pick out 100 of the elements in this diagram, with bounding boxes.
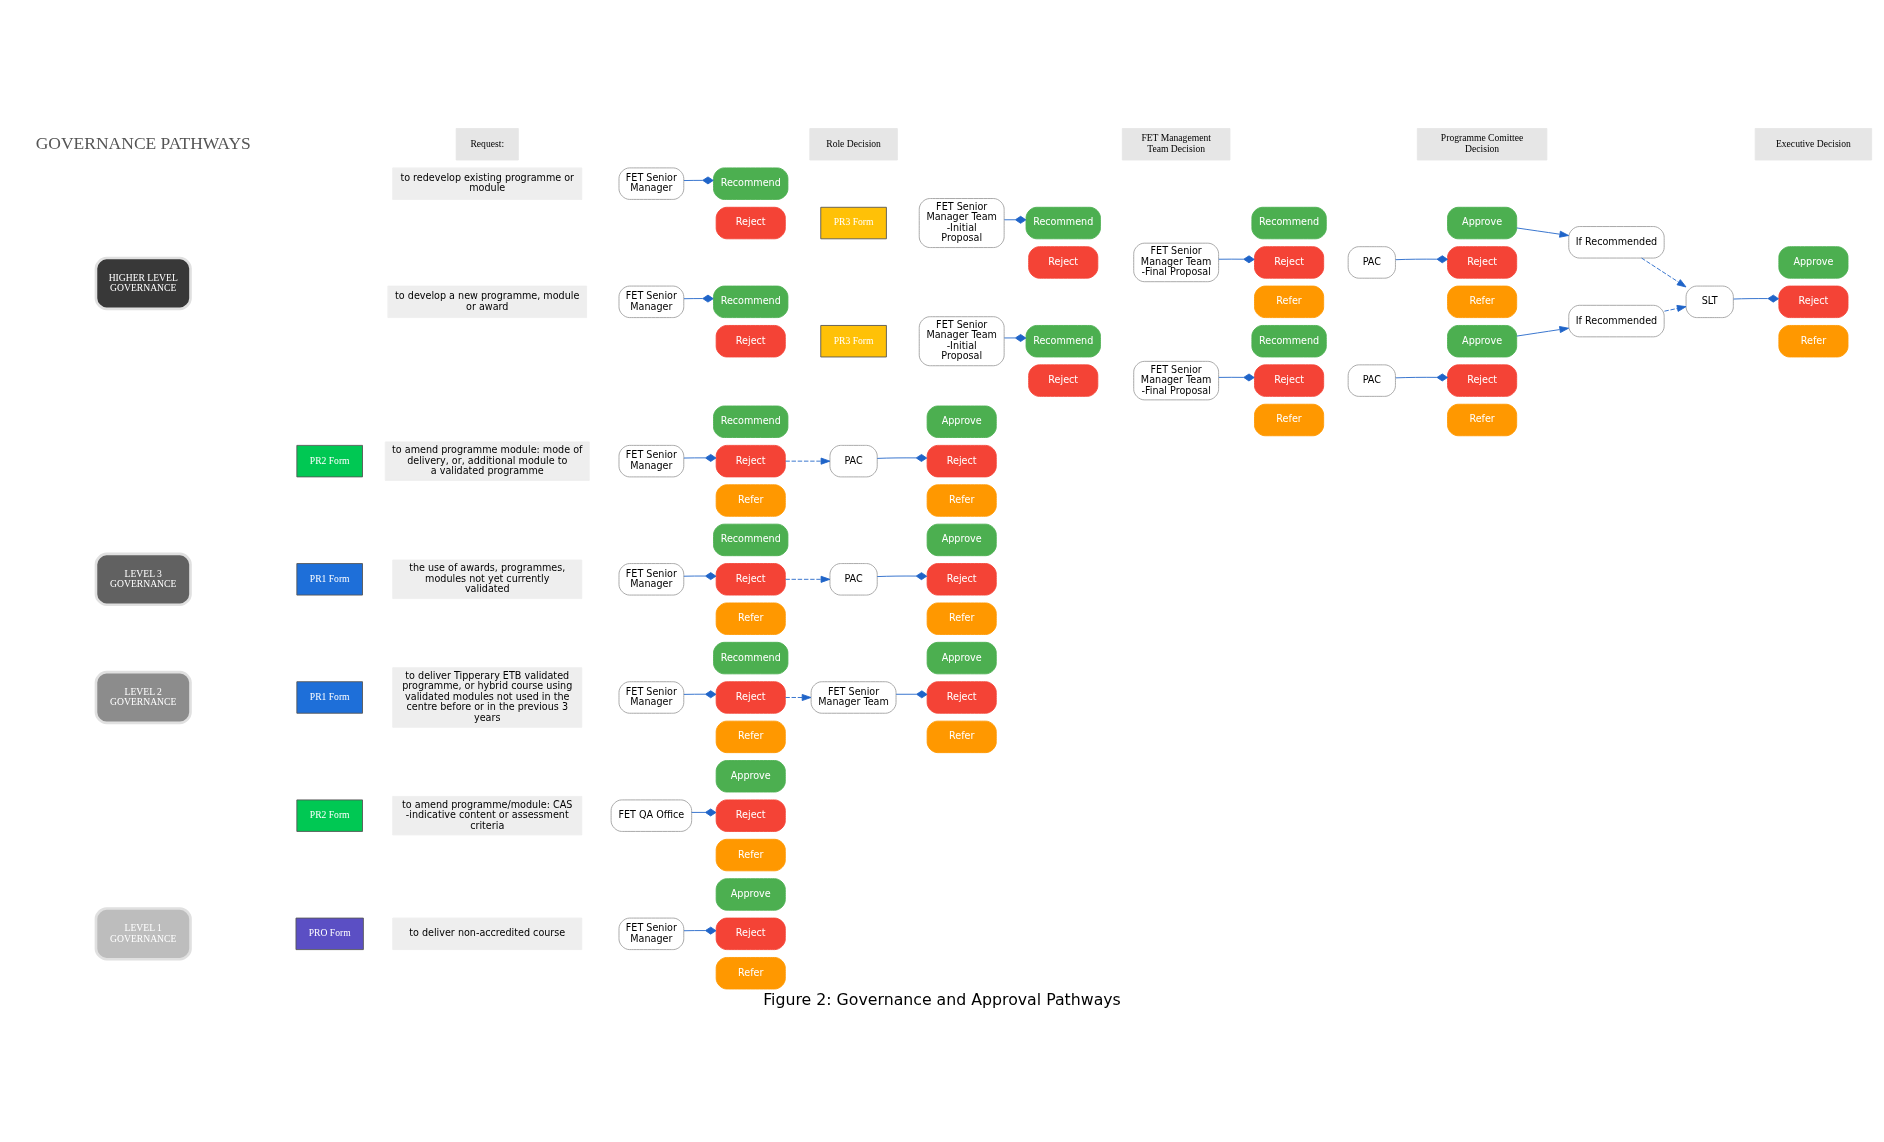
node-box: PR3 Form <box>820 206 887 240</box>
node-box: LEVEL 2 GOVERNANCE <box>94 670 192 725</box>
node-box: Refer <box>926 484 997 517</box>
connector <box>1733 294 1779 303</box>
node-box: Reject <box>715 325 786 358</box>
connector <box>683 690 717 699</box>
node-box: Reject <box>1778 285 1849 318</box>
node-box: Refer <box>1254 285 1325 318</box>
node-box: Refer <box>715 838 786 872</box>
node-box: Reject <box>926 563 997 596</box>
node-box: FET Senior Manager Team -Final Proposal <box>1133 360 1220 401</box>
node-box: Reject <box>1254 246 1325 279</box>
connector <box>683 454 717 462</box>
node-box: Reject <box>1447 364 1518 397</box>
node-box: HIGHER LEVEL GOVERNANCE <box>94 256 192 311</box>
node-box: PRO Form <box>295 917 364 951</box>
node-box: FET Senior Manager <box>618 444 685 478</box>
node-box: Approve <box>926 641 997 675</box>
node-box: FET Senior Manager <box>618 285 685 318</box>
arrow <box>1664 305 1687 312</box>
node-box: Approve <box>715 878 786 911</box>
node-box: Reject <box>926 681 997 714</box>
node-box: Recommend <box>713 523 789 557</box>
node-box: Refer <box>926 720 997 754</box>
connector <box>895 690 928 699</box>
node-box: PR2 Form <box>296 799 363 832</box>
node-box: FET Senior Manager Team -Initial Proposal <box>918 198 1005 248</box>
node-box: Recommend <box>713 285 789 318</box>
node-box: Reject <box>715 206 786 240</box>
label: Executive Decision <box>1775 137 1851 149</box>
label: Role Decision <box>826 137 881 149</box>
node-box: Recommend <box>713 167 789 200</box>
node-box: PAC <box>829 563 878 596</box>
connector <box>683 572 717 581</box>
node-box: Approve <box>1447 325 1518 358</box>
node-box: FET Senior Manager Team -Initial Proposal <box>918 316 1005 367</box>
connector <box>1395 373 1448 382</box>
node-box: Reject <box>1254 364 1325 397</box>
node-box: Reject <box>1028 246 1099 279</box>
node-box: PAC <box>1347 246 1396 279</box>
node-box: Reject <box>1028 364 1099 397</box>
node-box: Recommend <box>1251 325 1327 358</box>
connector <box>1003 334 1027 342</box>
node-box: Recommend <box>1251 206 1327 240</box>
node-box: Reject <box>715 917 786 951</box>
arrow <box>785 575 831 583</box>
node-box: Reject <box>1447 246 1518 279</box>
label: FET Management Team Decision <box>1141 132 1211 154</box>
connector <box>683 294 714 303</box>
connector <box>876 572 928 581</box>
node-box: FET Senior Manager Team <box>810 681 897 714</box>
node-box: Refer <box>1447 403 1518 437</box>
connector <box>691 808 717 817</box>
node-box: If Recommended <box>1568 226 1665 259</box>
node-box: Reject <box>926 444 997 478</box>
node-box: Approve <box>1447 206 1518 240</box>
node-box: Recommend <box>1025 325 1101 358</box>
arrow <box>785 694 812 701</box>
connector <box>1003 215 1027 224</box>
node-box: PR2 Form <box>296 444 363 478</box>
node-box: PR1 Form <box>296 563 363 596</box>
node-box: FET Senior Manager <box>618 563 685 596</box>
node-box: PAC <box>1347 364 1396 397</box>
node-box: Reject <box>715 563 786 596</box>
node-box: FET Senior Manager <box>618 917 685 951</box>
node-box: FET Senior Manager Team -Final Proposal <box>1133 242 1220 283</box>
node-box: Reject <box>715 444 786 478</box>
label: Programme Comittee Decision <box>1440 132 1524 154</box>
connector <box>683 926 717 935</box>
connector <box>1218 255 1255 264</box>
node-box: If Recommended <box>1568 304 1665 338</box>
node-box: Refer <box>1447 285 1518 318</box>
node-box: Approve <box>1778 246 1849 279</box>
node-box: Reject <box>715 799 786 832</box>
connector <box>1218 373 1255 382</box>
node-box: LEVEL 3 GOVERNANCE <box>94 552 192 606</box>
node-box: Refer <box>715 720 786 754</box>
node-box: Approve <box>926 405 997 438</box>
node-box: Refer <box>715 957 786 990</box>
node-box: PAC <box>829 444 878 478</box>
arrow <box>1516 326 1570 337</box>
label: Request: <box>470 137 505 149</box>
node-box: Refer <box>1254 403 1325 437</box>
node-box: Refer <box>715 484 786 517</box>
label: GOVERNANCE PATHWAYS <box>35 132 251 153</box>
node-box: PR3 Form <box>820 325 887 358</box>
node-box: Refer <box>1778 325 1849 358</box>
arrow <box>1641 257 1687 288</box>
connector <box>876 454 928 462</box>
connector <box>1395 255 1448 264</box>
node-box: PR1 Form <box>296 681 363 714</box>
caption: Figure 2: Governance and Approval Pathways <box>763 990 1121 1010</box>
arrow <box>785 457 831 465</box>
node-box: Approve <box>926 523 997 557</box>
node-box: FET Senior Manager <box>618 167 685 200</box>
node-box: LEVEL 1 GOVERNANCE <box>94 907 192 961</box>
connector <box>683 176 714 185</box>
node-box: Reject <box>715 681 786 714</box>
node-box: Refer <box>715 602 786 635</box>
node-box: SLT <box>1685 285 1734 318</box>
